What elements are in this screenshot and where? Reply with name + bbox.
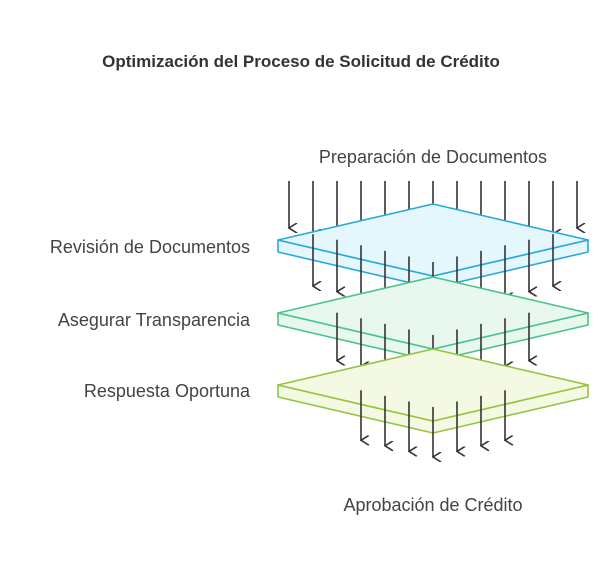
layer-stack — [277, 181, 589, 457]
input-label: Preparación de Documentos — [319, 147, 547, 167]
diagram-title: Optimización del Proceso de Solicitud de… — [102, 52, 500, 71]
layer-label-3: Respuesta Oportuna — [84, 381, 251, 401]
layer-label-1: Revisión de Documentos — [50, 237, 250, 257]
output-label: Aprobación de Crédito — [343, 495, 522, 515]
layer-label-2: Asegurar Transparencia — [58, 310, 251, 330]
